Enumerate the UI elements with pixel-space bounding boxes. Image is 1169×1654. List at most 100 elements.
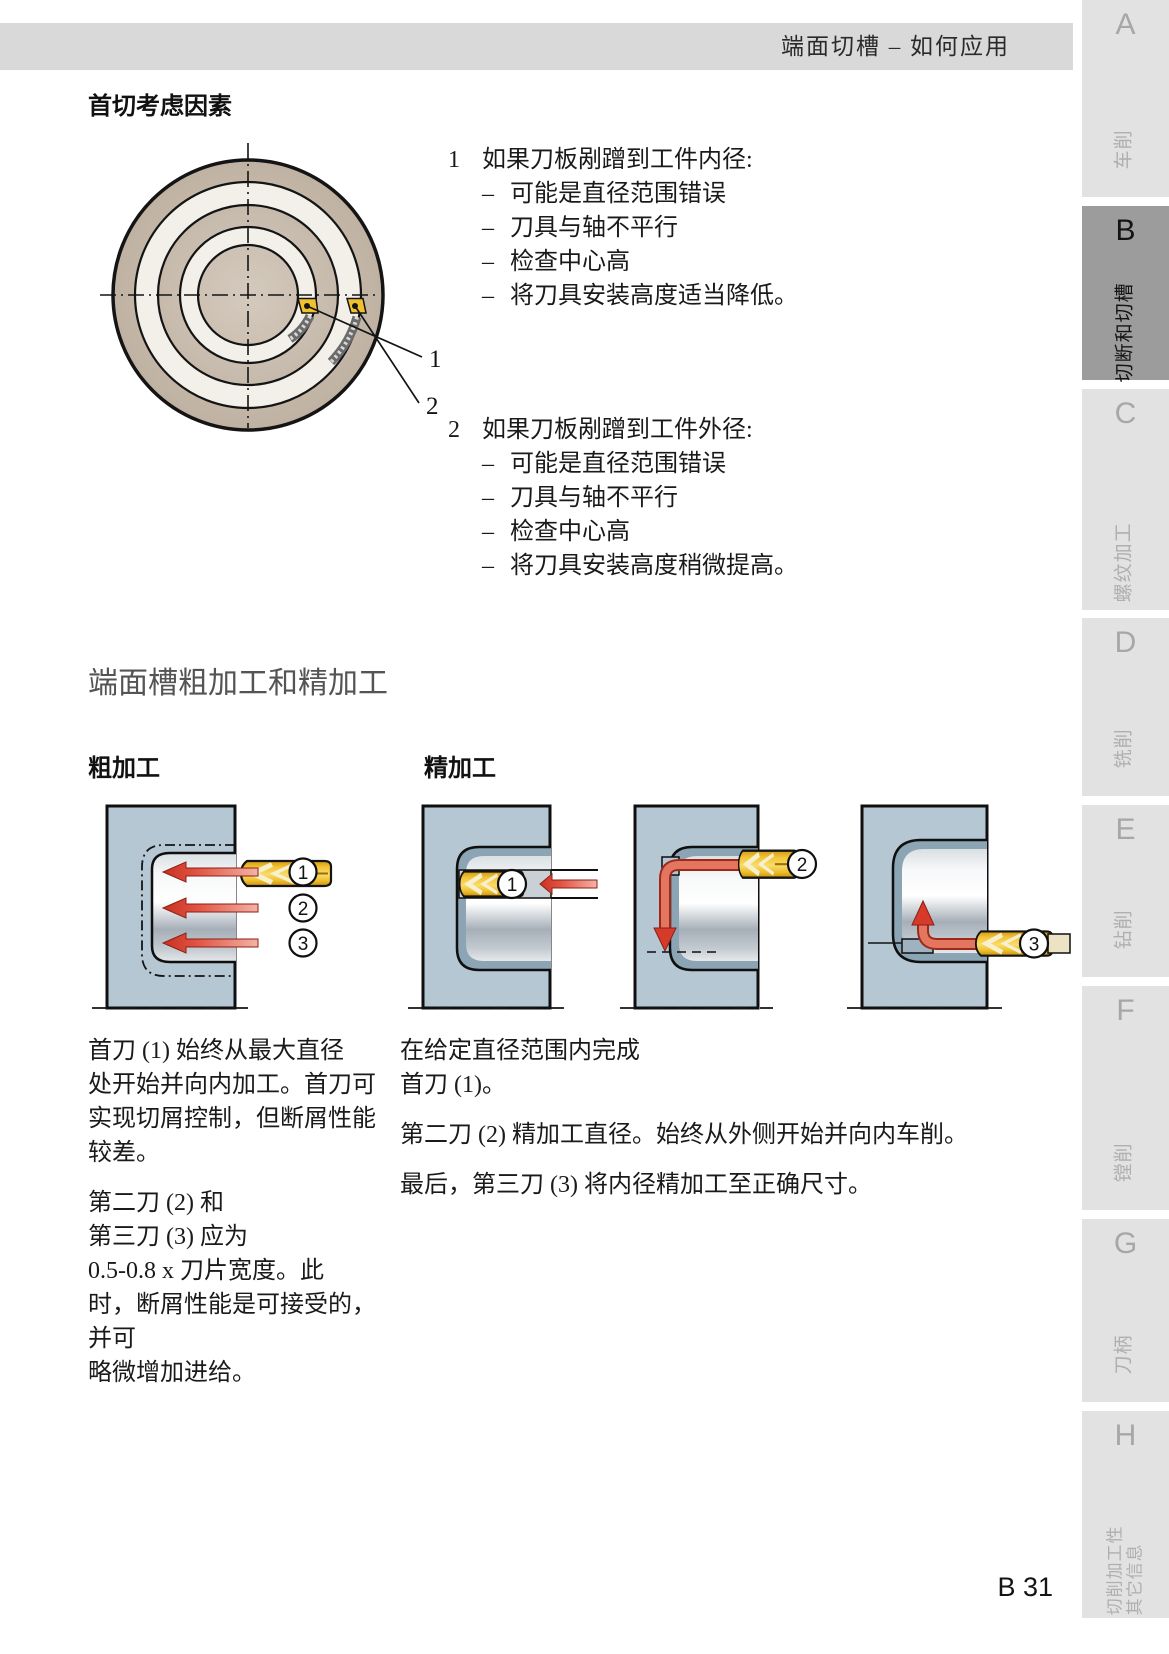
section2-title: 端面槽粗加工和精加工 [88,667,388,700]
bullet-dash: – [482,519,494,545]
step-badge-1 [288,857,318,887]
toolpath-2 [661,861,752,930]
list-bullet: –可能是直径范围错误 [482,177,798,211]
bullet-text: 检查中心高 [510,519,630,545]
inner-chip-hatch-lines [288,315,312,341]
step-badge-1 [496,868,528,900]
list-bullet: –将刀具安装高度适当降低。 [482,279,798,313]
groove-core-3 [902,849,987,953]
bullet-text: 可能是直径范围错误 [510,181,726,207]
sidebar-tab-e: E 钻削 [1082,805,1169,977]
list-bullet: –检查中心高 [482,245,798,279]
feed-arrow-3 [161,932,259,954]
list-lead-text: 如果刀板剐蹭到工件内径: [482,147,753,173]
sidebar-tab-a: A 车削 [1082,0,1169,197]
bullet-text: 将刀具安装高度适当降低。 [510,283,798,309]
step-number-3: 3 [1029,935,1040,956]
sidebar-tab-b-active: B 切断和切槽 [1082,206,1169,383]
workpiece-face-diagram: 1 2 [100,143,442,432]
list-bullet: –检查中心高 [482,515,798,549]
tab-letter: B [1115,214,1136,247]
tab-letter: A [1115,8,1136,41]
tab-label-wrap: 切断和切槽 [1082,282,1169,382]
tab-label-wrap: 镗削 [1082,1115,1169,1210]
tab-label: 铣削 [1114,728,1136,769]
finishing-paragraph-3: 最后，第三刀 (3) 将内径精加工至正确尺寸。 [400,1172,872,1198]
step-number-3: 3 [298,934,309,955]
tab-label: 车削 [1114,129,1136,170]
finishing-diagram: 1 2 3 [408,804,1071,1010]
tab-label-wrap: 车削 [1082,102,1169,197]
tab-label: 钻削 [1114,909,1136,950]
leader-dot-1 [304,303,310,309]
tab-label-wrap: 切削加工性 其它信息 [1082,1523,1169,1618]
sidebar-tab-h: H 切削加工性 其它信息 [1082,1411,1169,1618]
bullet-text: 可能是直径范围错误 [510,451,726,477]
list-lead: 1 如果刀板剐蹭到工件内径: [448,143,798,177]
tab-letter: G [1113,1227,1138,1260]
bullet-text: 检查中心高 [510,249,630,275]
sidebar-tab-d: D 铣削 [1082,618,1169,796]
toolpath-2-arrowhead [653,927,677,953]
bullet-dash: – [482,553,494,579]
bullet-dash: – [482,249,494,275]
step-number-1: 1 [298,863,309,884]
leader-line-1 [306,305,423,358]
sidebar-tab-g: G 刀柄 [1082,1219,1169,1402]
step-number-2: 2 [797,855,808,876]
step-badge-3 [1018,928,1050,959]
step-badge-2 [786,848,818,880]
feed-arrow-2 [161,897,259,919]
list-number: 2 [448,417,460,443]
list-lead: 2 如果刀板剐蹭到工件外径: [448,413,798,447]
list-bullet: –刀具与轴不平行 [482,481,798,515]
tab-label: 镗削 [1114,1142,1136,1183]
leader-line-2 [354,305,420,404]
tab-letter: D [1114,626,1137,659]
roughing-paragraph-1: 首刀 (1) 始终从最大直径 处开始并向内加工。首刀可 实现切屑控制，但断屑性能… [88,1038,376,1166]
tab-letter: H [1114,1419,1137,1452]
tab-label: 刀柄 [1114,1334,1136,1375]
feed-arrow-in [539,872,598,896]
bullet-text: 刀具与轴不平行 [510,485,678,511]
tab-label-wrap: 铣削 [1082,701,1169,796]
bullet-text: 刀具与轴不平行 [510,215,678,241]
section1-title: 首切考虑因素 [88,93,232,120]
toolpath-3-arrowhead [911,899,935,926]
tab-label-wrap: 刀柄 [1082,1307,1169,1402]
tab-letter: C [1114,397,1137,430]
finishing-paragraph-2: 第二刀 (2) 精加工直径。始终从外侧开始并向内车削。 [400,1122,968,1148]
bullet-dash: – [482,215,494,241]
step-badge-2 [288,893,318,923]
page-number: B 31 [997,1572,1053,1602]
bullet-text: 将刀具安装高度稍微提高。 [510,553,798,579]
sidebar-tab-c: C 螺纹加工 [1082,389,1169,610]
groove-core-2 [679,856,758,961]
roughing-heading: 粗加工 [88,755,160,782]
bullet-dash: – [482,485,494,511]
issue-list-1: 1 如果刀板剐蹭到工件内径: –可能是直径范围错误 –刀具与轴不平行 –检查中心… [448,143,798,313]
tab-letter: F [1116,994,1135,1027]
tab-label-wrap: 钻削 [1082,882,1169,977]
list-bullet: –将刀具安装高度稍微提高。 [482,549,798,583]
toolpath-3 [919,923,990,948]
diagram-label-1: 1 [429,346,442,373]
finishing-description: 在给定直径范围内完成 首刀 (1)。 第二刀 (2) 精加工直径。始终从外侧开始… [400,1034,1020,1218]
issue-list-2: 2 如果刀板剐蹭到工件外径: –可能是直径范围错误 –刀具与轴不平行 –检查中心… [448,413,798,583]
step-badge-3 [288,928,318,958]
list-number: 1 [448,147,460,173]
page-header-title: 端面切槽 – 如何应用 [781,34,1010,59]
roughing-diagram: 1 2 3 [92,804,350,1010]
diagram-label-2: 2 [426,393,439,420]
list-bullet: –刀具与轴不平行 [482,211,798,245]
outer-chip-hatch [327,315,362,366]
finishing-heading: 精加工 [424,755,496,782]
list-lead-text: 如果刀板剐蹭到工件外径: [482,417,753,443]
tab-label-wrap: 螺纹加工 [1082,515,1169,610]
leader-dot-2 [352,303,358,309]
sidebar-tab-f: F 镗削 [1082,986,1169,1210]
list-bullet: –可能是直径范围错误 [482,447,798,481]
step-number-1: 1 [507,875,518,896]
bullet-dash: – [482,451,494,477]
